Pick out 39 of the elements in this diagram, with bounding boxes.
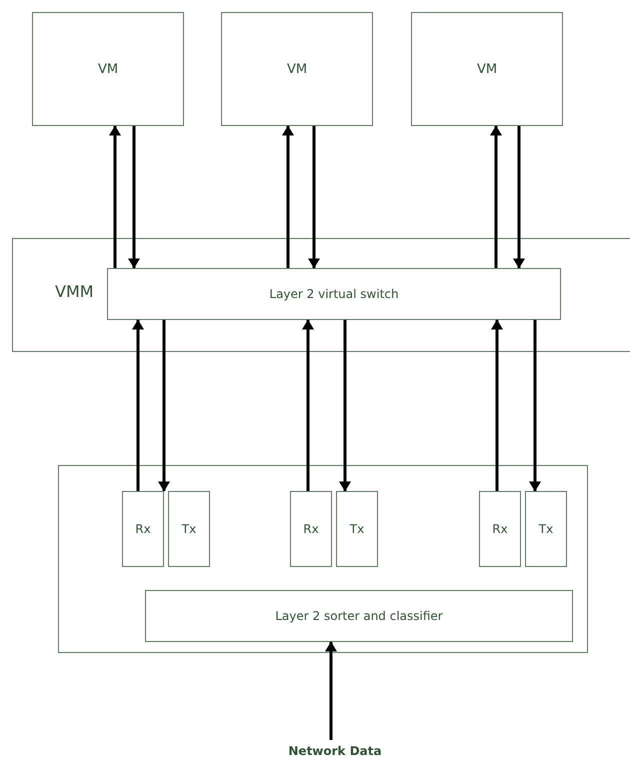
- process-box: [336, 491, 378, 567]
- process-box: [525, 491, 567, 567]
- arrow: [128, 126, 140, 268]
- arrow: [158, 320, 170, 492]
- box-label: Tx: [182, 522, 196, 536]
- source-label: Network Data: [288, 744, 382, 758]
- box-label: VM: [98, 62, 118, 76]
- process-box: [168, 491, 210, 567]
- process-box: [221, 12, 373, 126]
- box-label: Tx: [538, 522, 554, 536]
- arrow: [132, 320, 144, 491]
- arrow: [109, 126, 121, 268]
- process-box: [32, 12, 184, 126]
- box-label: Rx: [135, 522, 151, 536]
- process-box: [122, 491, 164, 567]
- arrow: [308, 126, 320, 268]
- process-box: [145, 590, 573, 642]
- arrow: [513, 126, 525, 268]
- process-box: [479, 491, 521, 567]
- process-box: [107, 268, 561, 320]
- arrow: [491, 320, 503, 491]
- box-label: Layer 2 sorter and classifier: [275, 609, 443, 623]
- box-label: Layer 2 virtual switch: [269, 287, 399, 301]
- arrow: [490, 126, 502, 268]
- card-frame: [58, 465, 588, 653]
- arrow: [529, 320, 541, 492]
- box-label: VM: [286, 62, 308, 76]
- arrow: [302, 320, 314, 491]
- arrow: [282, 126, 294, 268]
- box-label: Tx: [350, 522, 364, 536]
- arrow: [325, 642, 337, 740]
- process-box: [411, 12, 563, 126]
- process-box: [290, 491, 332, 567]
- box-label: Rx: [492, 522, 508, 536]
- box-label: VM: [476, 62, 498, 76]
- group-title: VMM: [55, 282, 94, 301]
- group-box: [12, 238, 630, 352]
- box-label: Rx: [303, 522, 319, 536]
- arrow: [339, 320, 351, 492]
